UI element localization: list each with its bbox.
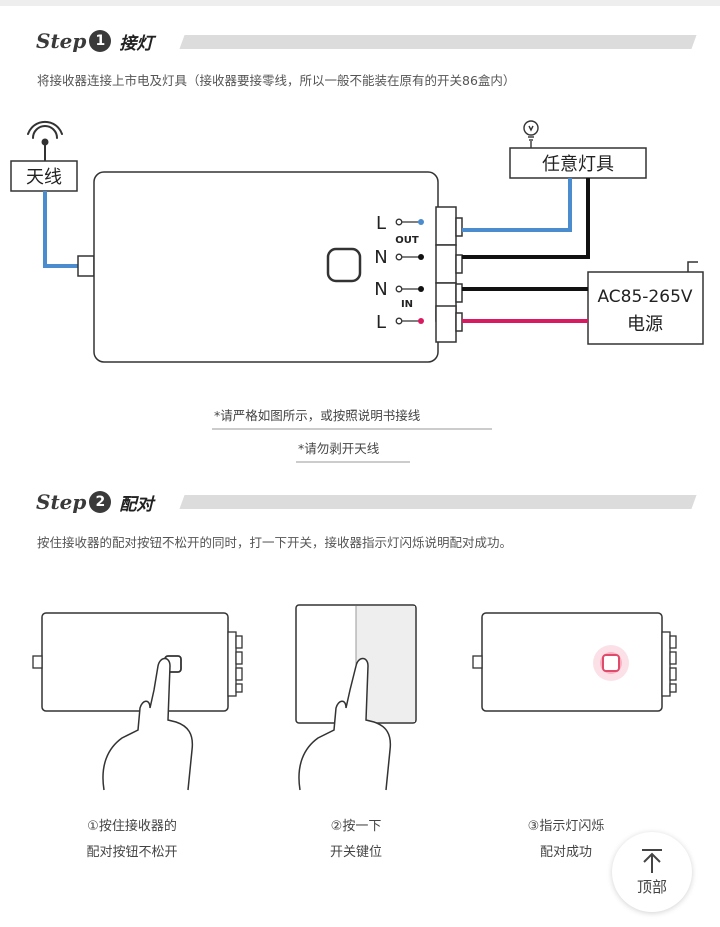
pairing-caption-c-line2: 配对成功 — [539, 845, 592, 860]
hand-pressing-switch-icon — [298, 657, 392, 791]
antenna-connector — [77, 255, 95, 277]
step2-title: 配对 — [119, 494, 154, 515]
wire-live-out — [462, 178, 572, 232]
step2-header: Step 2 配对 — [36, 485, 153, 519]
terminal-label-l-in: L — [376, 312, 386, 333]
power-label-voltage: AC85-265V — [597, 287, 692, 307]
step1-title: 接灯 — [119, 33, 154, 54]
hand-pressing-button-icon — [102, 657, 194, 791]
receiver-c-body — [481, 612, 663, 712]
step2-description: 按住接收器的配对按钮不松开的同时，打一下开关，接收器指示灯闪烁说明配对成功。 — [37, 535, 513, 550]
receiver-c-terminals — [661, 631, 677, 697]
in-label: IN — [401, 299, 413, 310]
step2-header-bar — [179, 495, 697, 509]
back-to-top-button[interactable]: 顶部 — [612, 832, 692, 912]
terminal-label-n-out: N — [374, 247, 387, 268]
step2-number-badge: 2 — [89, 491, 112, 513]
step2-word: Step — [36, 490, 87, 514]
power-plug-icon — [687, 261, 698, 272]
terminal-label-n-in: N — [374, 279, 387, 300]
top-divider — [0, 0, 720, 6]
wiring-note-1: *请严格如图所示，或按照说明书接线 — [214, 408, 421, 423]
lamp-label-box — [509, 147, 647, 179]
indicator-light-icon — [602, 654, 620, 672]
pairing-caption-a-line1: ①按住接收器的 — [87, 819, 177, 834]
step1-number-badge: 1 — [89, 30, 112, 52]
back-to-top-label: 顶部 — [636, 877, 667, 896]
terminal-block — [435, 206, 463, 343]
pairing-caption-b-line2: 开关键位 — [329, 845, 382, 860]
terminal-pins — [395, 218, 424, 325]
lamp-label: 任意灯具 — [542, 154, 614, 175]
receiver-a-antenna-port — [32, 655, 43, 669]
pairing-caption-a: ①按住接收器的 配对按钮不松开 — [52, 814, 212, 866]
arrow-up-icon — [642, 848, 662, 873]
pairing-caption-c: ③指示灯闪烁 配对成功 — [506, 814, 626, 866]
pair-button — [326, 247, 362, 283]
antenna-wire — [43, 191, 78, 268]
pairing-caption-c-line1: ③指示灯闪烁 — [527, 819, 605, 834]
receiver-a-terminals — [227, 631, 243, 697]
step1-description: 将接收器连接上市电及灯具（接收器要接零线，所以一般不能装在原有的开关86盒内） — [37, 73, 516, 88]
receiver-a-body — [41, 612, 229, 712]
lamp-bulb-icon — [523, 120, 539, 141]
receiver-c-antenna-port — [472, 655, 483, 669]
wire-neutral-out — [462, 178, 590, 259]
step1-word: Step — [36, 29, 87, 53]
power-label-text: 电源 — [627, 314, 663, 335]
pairing-caption-a-line2: 配对按钮不松开 — [86, 845, 178, 860]
pairing-caption-b: ②按一下 开关键位 — [296, 814, 416, 866]
wiring-note-2: *请勿剥开天线 — [298, 441, 380, 456]
antenna-label-box — [10, 160, 78, 192]
step1-header: Step 1 接灯 — [36, 24, 153, 58]
antenna-label: 天线 — [26, 167, 62, 188]
terminal-label-l-out: L — [376, 213, 386, 234]
antenna-signal-icon — [27, 120, 63, 161]
power-source-box — [587, 271, 704, 345]
pairing-caption-b-line1: ②按一下 — [330, 819, 382, 834]
out-label: OUT — [395, 235, 419, 246]
